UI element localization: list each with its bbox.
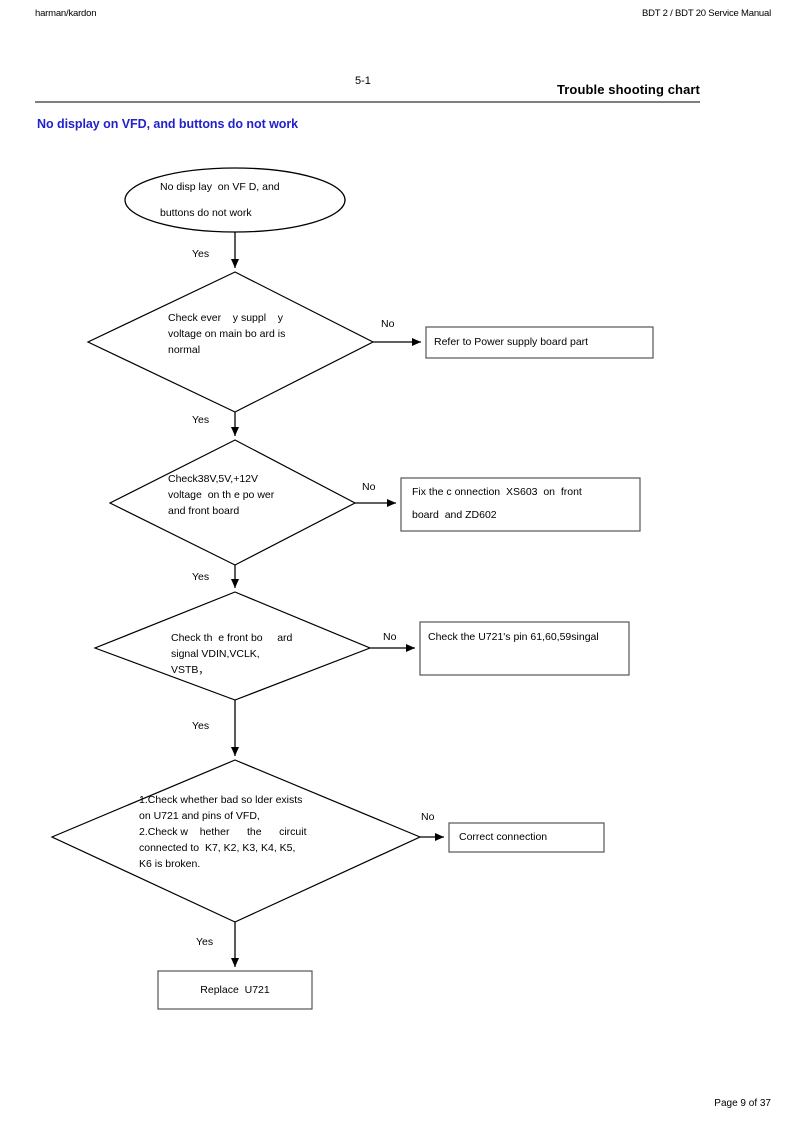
decision-4-line-5: K6 is broken.	[139, 858, 201, 870]
edge-label-start-yes: Yes	[192, 248, 210, 260]
outcome-4-box	[448, 822, 605, 853]
outcome-2-box	[400, 477, 641, 532]
decision-2-line-2: voltage on th e po wer	[168, 489, 275, 501]
edge-label-d1-no: No	[381, 318, 395, 330]
end-box-text: Replace U721	[200, 984, 270, 996]
header-manual-title: BDT 2 / BDT 20 Service Manual	[641, 8, 771, 19]
decision-2-line-1: Check38V,5V,+12V	[168, 473, 259, 485]
edge-label-d3-no: No	[383, 631, 397, 643]
section-number: 5-1	[355, 75, 371, 87]
edge-label-d4-yes: Yes	[196, 936, 214, 948]
decision-1-line-3: normal	[168, 344, 201, 356]
decision-1-line-2: voltage on main bo ard is	[168, 328, 286, 340]
header-brand: harman/kardon	[35, 8, 97, 19]
decision-4-line-4: connected to K7, K2, K3, K4, K5,	[139, 842, 296, 854]
decision-3-line-1: Check th e front bo ard	[171, 632, 293, 644]
page-footer: Page 9 of 37	[714, 1098, 771, 1109]
start-oval-line-2: buttons do not work	[160, 207, 252, 219]
edge-label-d2-no: No	[362, 481, 376, 493]
outcome-2-line-1: Fix the c onnection XS603 on front	[412, 486, 582, 498]
outcome-2-line-2: board and ZD602	[412, 509, 497, 521]
edge-label-d3-yes: Yes	[192, 720, 210, 732]
start-oval-line-1: No disp lay on VF D, and	[160, 181, 280, 193]
decision-4-line-2: on U721 and pins of VFD,	[139, 810, 260, 822]
header-divider	[35, 101, 700, 103]
outcome-3-text: Check the U721's pin 61,60,59singal	[428, 631, 599, 643]
end-box	[157, 970, 313, 1010]
outcome-4-text: Correct connection	[459, 831, 548, 843]
edge-label-d1-yes: Yes	[192, 414, 210, 426]
section-title: Trouble shooting chart	[556, 82, 700, 97]
decision-3-line-2: signal VDIN,VCLK,	[171, 648, 260, 660]
decision-4-line-1: 1.Check whether bad so lder exists	[139, 794, 303, 806]
edge-label-d2-yes: Yes	[192, 571, 210, 583]
decision-4-line-3: 2.Check w hether the circuit	[139, 826, 307, 838]
outcome-3-box	[419, 621, 630, 676]
decision-1-line-1: Check ever y suppl y	[168, 312, 283, 324]
outcome-1-text: Refer to Power supply board part	[434, 336, 589, 348]
edge-label-d4-no: No	[421, 811, 435, 823]
decision-3-line-3: VSTB，	[171, 664, 209, 676]
outcome-1-box	[425, 326, 654, 359]
decision-2-line-3: and front board	[168, 505, 240, 517]
page-subject-heading: No display on VFD, and buttons do not wo…	[37, 117, 299, 131]
